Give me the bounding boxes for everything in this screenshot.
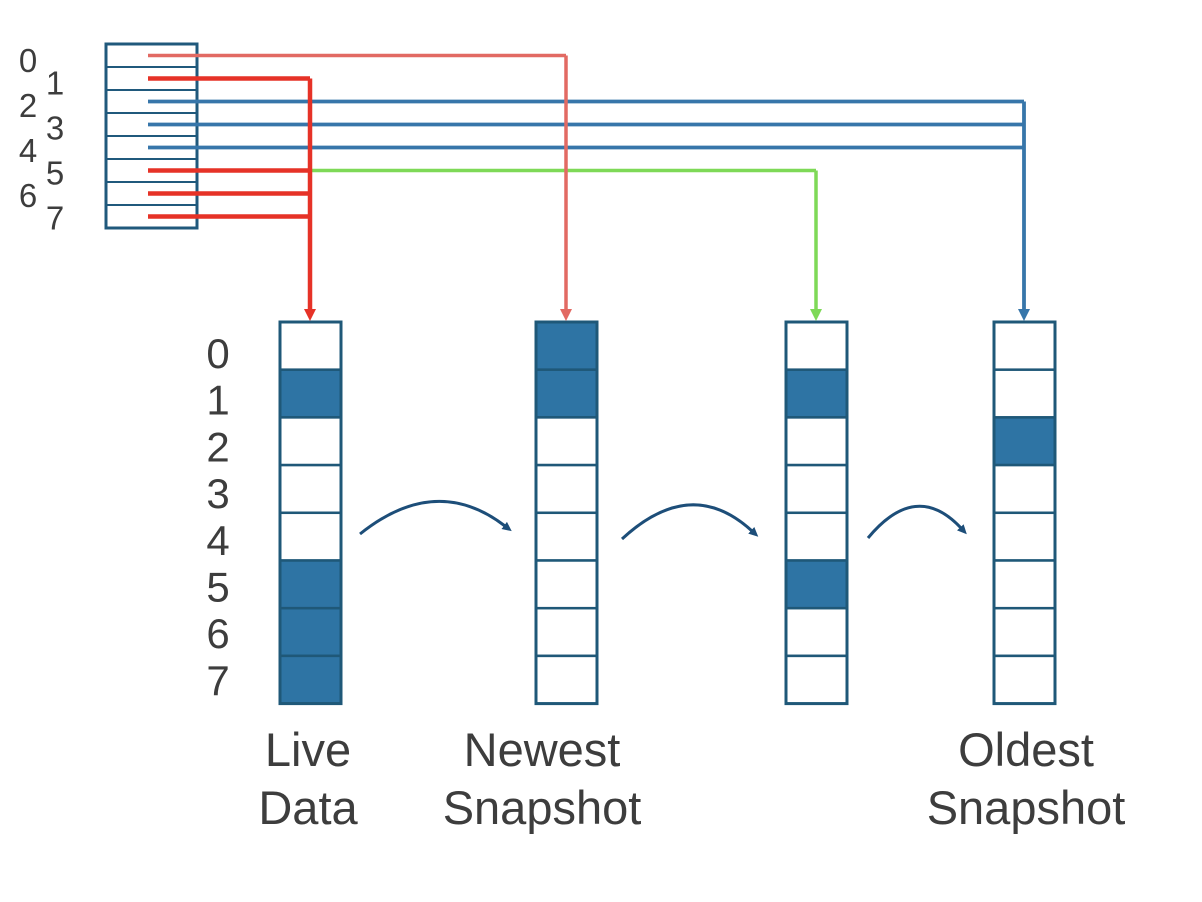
column-oldest-snapshot [992,320,1057,706]
pointer-row-label: 6 [19,177,37,214]
memory-cell-empty [534,463,599,515]
column-label-line: Newest [464,723,621,776]
memory-cell-empty [278,320,343,371]
memory-cell-filled [278,606,343,658]
pointer-row-label: 7 [46,200,64,237]
memory-cell-empty [784,320,849,371]
memory-columns [278,320,1057,706]
pointer-routes [148,53,1030,321]
memory-cell-filled [278,654,343,705]
pointer-row-label: 1 [46,65,64,102]
column-border [784,320,849,706]
memory-cell-filled [534,320,599,371]
memory-cell-empty [992,654,1057,705]
column-label-line: Data [258,781,358,834]
pointer-row-label: 5 [46,155,64,192]
memory-cell-empty [534,511,599,562]
memory-cell-empty [992,463,1057,515]
live-row-label: 4 [206,517,229,564]
pointer-row-label: 4 [19,132,37,169]
live-row-label: 5 [206,564,229,611]
memory-cell-empty [278,463,343,515]
column-border [534,320,599,706]
live-row-label: 1 [206,377,229,424]
memory-cell-empty [784,511,849,562]
memory-cell-empty [992,559,1057,610]
column-newest-snapshot [534,320,599,706]
column-label-line: Oldest [958,723,1094,776]
copy-arrows [359,500,967,541]
pointer-row-label: 0 [19,42,37,79]
live-row-label: 3 [206,470,229,517]
memory-cell-empty [534,416,599,467]
memory-cell-empty [784,654,849,705]
column-label-line: Live [265,723,351,776]
memory-cell-filled [278,559,343,610]
memory-cell-empty [784,463,849,515]
memory-cell-empty [992,511,1057,562]
pointer-table-border [104,42,199,230]
memory-cell-filled [992,416,1057,467]
memory-cell-filled [784,368,849,419]
column-border [992,320,1057,706]
memory-cell-empty [534,559,599,610]
memory-cell-filled [534,368,599,419]
memory-cell-empty [278,416,343,467]
pointer-table [104,42,199,230]
pointer-row-label: 2 [19,87,37,124]
column-label-line: Snapshot [927,781,1126,834]
column-middle-snapshot [784,320,849,706]
column-live-data [278,320,343,706]
live-row-label: 7 [206,657,229,704]
live-row-label: 2 [206,423,229,470]
live-row-label: 6 [206,610,229,657]
memory-cell-empty [992,368,1057,419]
pointer-row-label: 3 [46,110,64,147]
memory-cell-filled [278,368,343,419]
memory-cell-empty [278,511,343,562]
memory-cell-empty [534,606,599,658]
memory-cell-empty [534,654,599,705]
live-row-label: 0 [206,330,229,377]
memory-cell-empty [992,606,1057,658]
copy-arrow-middle-snapshot-to-oldest-snapshot [866,504,967,539]
copy-arrow-newest-snapshot-to-middle-snapshot [620,503,759,541]
copy-arrow-live-data-to-newest-snapshot [359,500,512,536]
memory-cell-empty [784,416,849,467]
memory-cell-empty [992,320,1057,371]
memory-cell-filled [784,559,849,610]
memory-cell-empty [784,606,849,658]
column-border [278,320,343,706]
column-label-line: Snapshot [443,781,642,834]
